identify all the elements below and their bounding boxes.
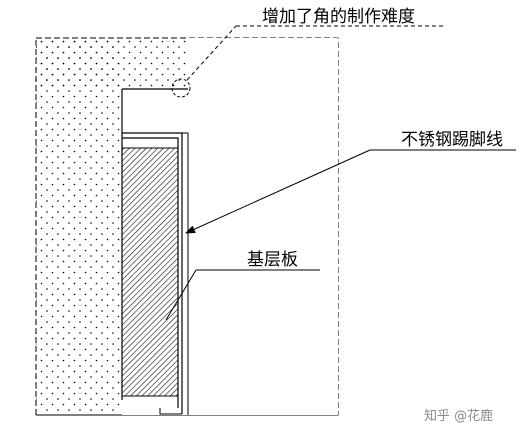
- wall-right-fill: [188, 38, 338, 415]
- callout-base-board: 基层板: [165, 250, 320, 321]
- skirting-foot: [159, 408, 182, 415]
- watermark: 知乎 @花鹿: [424, 408, 493, 424]
- base-board-leader-line: [165, 269, 197, 321]
- skirting-side-lip: [182, 132, 189, 415]
- skirting-leader-line: [185, 149, 371, 234]
- corner-marker-circle: [171, 78, 191, 98]
- corner-leader-line: [186, 25, 237, 81]
- base-board-label: 基层板: [247, 250, 298, 270]
- skirting-face-inner: [122, 137, 179, 408]
- base-board: [121, 147, 179, 397]
- corner-difficulty-label: 增加了角的制作难度: [262, 7, 415, 27]
- stainless-skirting: [122, 132, 189, 415]
- callout-corner: 增加了角的制作难度: [171, 7, 446, 98]
- stainless-skirting-label: 不锈钢踢脚线: [401, 130, 503, 150]
- wall-column-fill: [36, 38, 122, 415]
- callout-skirting: 不锈钢踢脚线: [185, 130, 516, 234]
